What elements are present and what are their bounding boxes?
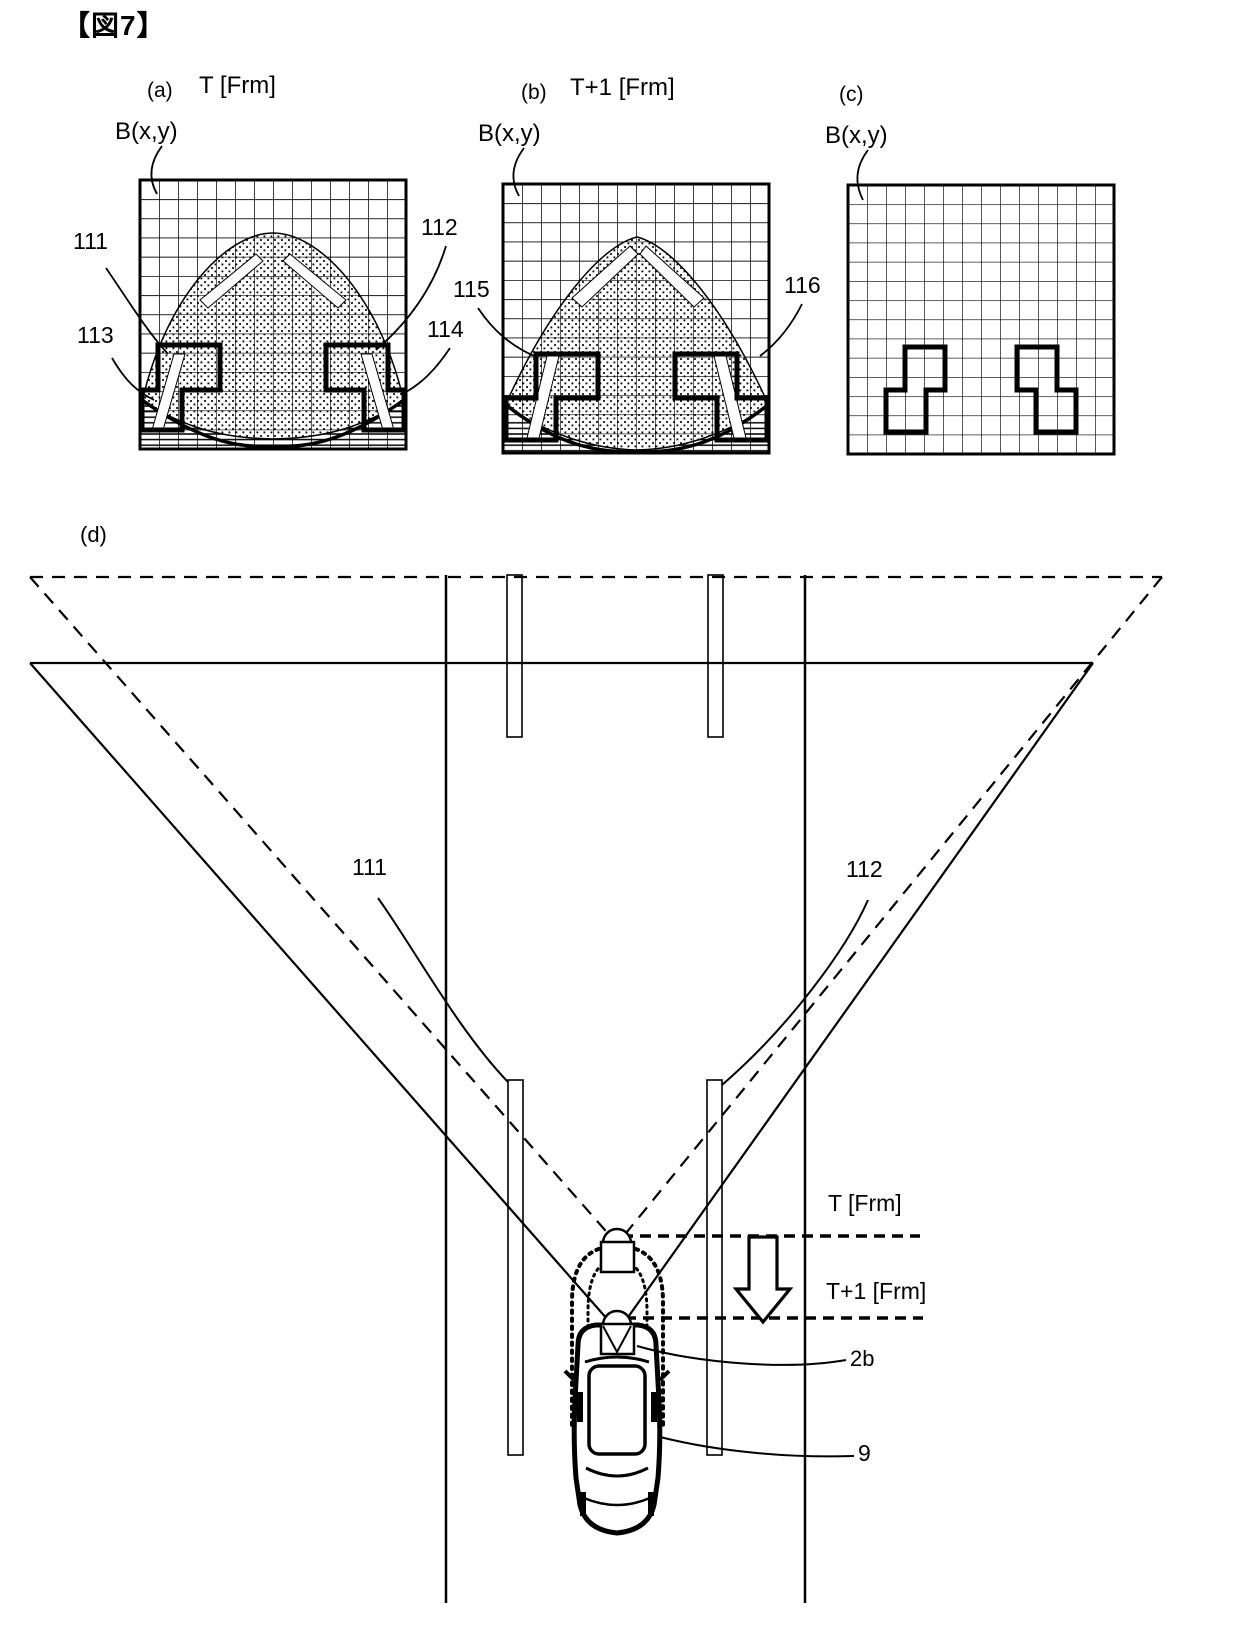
marker-114-region — [323, 342, 407, 433]
ref-9: 9 — [858, 1440, 871, 1466]
ref-116: 116 — [784, 272, 821, 298]
ghost-vehicle-outline — [570, 1243, 665, 1427]
fov-t1-right-edge — [625, 662, 1094, 1321]
panel-b-grid-image — [477, 147, 803, 455]
camera-dome-t-icon — [601, 1227, 633, 1245]
ref-111-d: 111 — [352, 854, 387, 880]
lane-marker-far-left — [506, 574, 523, 738]
fov-t1-left-edge — [29, 662, 609, 1321]
grid-label-c: B(x,y) — [825, 122, 888, 149]
leader-116 — [759, 303, 803, 357]
leader-bxy-b — [512, 147, 525, 197]
grid-border-a — [138, 178, 408, 451]
leader-115 — [477, 307, 535, 357]
panel-a-grid-image — [105, 145, 451, 451]
camera-body-t-icon — [599, 1240, 636, 1274]
vehicle-roof — [587, 1364, 647, 1456]
lane-streak — [571, 245, 639, 308]
diff-region-left — [883, 344, 948, 435]
leader-9 — [659, 1436, 855, 1458]
ref-115: 115 — [453, 276, 490, 302]
panel-c-tag: (c) — [839, 83, 864, 106]
leader-112-a — [375, 245, 447, 351]
down-arrow-icon — [732, 1235, 794, 1325]
diff-region-right — [1014, 344, 1079, 435]
camera-dome-icon — [601, 1309, 633, 1327]
lane-streak — [639, 245, 705, 308]
lane-marker-111 — [507, 1079, 524, 1456]
leader-bxy-c — [856, 149, 869, 201]
grid-label-b: B(x,y) — [478, 120, 541, 147]
grid-border-c — [846, 183, 1116, 456]
frame-t1-label: T+1 [Frm] — [826, 1278, 927, 1304]
figure-title: 【図7】 — [62, 10, 166, 41]
marker-116-region — [672, 351, 770, 443]
leader-114 — [405, 347, 451, 393]
leader-111-d — [377, 897, 509, 1083]
bottom-arc-a — [140, 398, 406, 449]
lane-streak — [199, 253, 264, 309]
panel-a-tag: (a) — [147, 79, 173, 102]
panel-b-title: T+1 [Frm] — [570, 74, 675, 101]
leader-2b — [636, 1345, 847, 1366]
grid-border-b — [501, 182, 771, 455]
vehicle-hood-line — [583, 1496, 651, 1507]
frame-t-label: T [Frm] — [828, 1190, 902, 1216]
vehicle-rear-window — [584, 1355, 650, 1364]
panel-c-grid-image — [846, 149, 1116, 456]
grid-c — [848, 185, 1114, 454]
panel-d-tag: (d) — [80, 522, 107, 547]
vehicle-windshield — [585, 1466, 649, 1478]
ref-2b: 2b — [850, 1346, 875, 1371]
ref-113: 113 — [77, 322, 114, 348]
vehicle-mirror-left — [563, 1369, 576, 1382]
marker-113-region — [139, 342, 223, 433]
lane-marker-far-right — [707, 574, 724, 738]
fov-t-left-edge — [29, 576, 613, 1239]
camera-fov-mark — [602, 1325, 632, 1355]
leader-bxy-a — [150, 145, 163, 195]
lane-streak — [282, 253, 347, 309]
panel-b-tag: (b) — [521, 81, 547, 104]
ref-112-a: 112 — [421, 214, 458, 240]
ref-111-a: 111 — [73, 228, 108, 254]
marker-115-region — [503, 351, 601, 443]
fov-t-right-edge — [621, 576, 1163, 1239]
lane-marker-112 — [706, 1079, 723, 1456]
leader-113 — [111, 357, 155, 401]
leader-111-a — [105, 267, 169, 355]
ref-112-d: 112 — [846, 856, 883, 882]
ref-114: 114 — [427, 316, 464, 342]
ghost-vehicle-inner-outline — [586, 1258, 649, 1427]
panel-a-title: T [Frm] — [199, 72, 276, 99]
vehicle-mirror-right — [658, 1369, 671, 1382]
panel-d-road-view — [29, 574, 1163, 1603]
grid-label-a: B(x,y) — [115, 118, 178, 145]
leader-112-d — [721, 899, 869, 1086]
